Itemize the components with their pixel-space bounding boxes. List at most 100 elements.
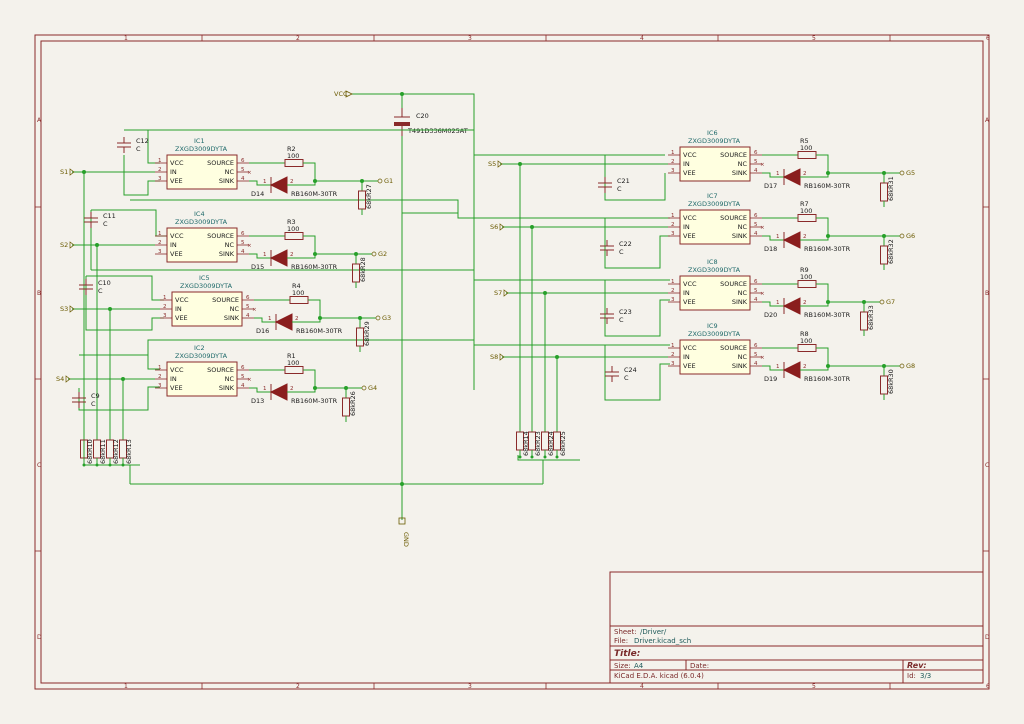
ic-body (679, 339, 751, 375)
cap-value: C (624, 374, 629, 382)
gate-resistor-value: 100 (800, 337, 812, 345)
pin-number: 2 (158, 167, 162, 173)
cap-ref: C23 (619, 308, 632, 316)
pin-number: 1 (163, 295, 167, 301)
vcc-label: VCC (334, 90, 348, 98)
pin-source: SOURCE (720, 214, 747, 222)
column-ref-top: 6 (986, 35, 990, 42)
ic-body (166, 227, 238, 263)
file-label: File: (614, 637, 628, 645)
pin-number: 6 (246, 295, 250, 301)
pin-sink: SINK (219, 177, 235, 185)
pin-vee: VEE (683, 232, 696, 240)
ic-part: ZXGD3009DYTA (688, 330, 741, 338)
row-ref-right: C (985, 462, 989, 469)
ic-part: ZXGD3009DYTA (688, 200, 741, 208)
pin-number: 3 (163, 313, 167, 319)
pin-number: 1 (263, 179, 267, 185)
input-port-label: S3 (60, 305, 68, 313)
pin-number: 3 (158, 249, 162, 255)
input-resistor-value: 68k (534, 444, 542, 456)
column-ref-top: 3 (468, 35, 472, 42)
id-value: 3/3 (920, 672, 931, 680)
input-port-label: S4 (56, 375, 64, 383)
ic-body (679, 146, 751, 182)
pull-down-value: 68k (887, 252, 895, 264)
pin-vcc: VCC (170, 366, 184, 374)
gate-resistor (284, 159, 304, 167)
pin-in: IN (683, 160, 690, 168)
gate-resistor (797, 344, 817, 352)
pin-in: IN (683, 353, 690, 361)
no-connect-mark: × (760, 225, 765, 231)
ic-ref: IC5 (199, 274, 210, 282)
pull-down-ref: R29 (363, 321, 371, 334)
pin-source: SOURCE (212, 296, 239, 304)
pull-down-ref: R32 (887, 239, 895, 252)
pin-number: 4 (754, 168, 758, 174)
pin-vcc: VCC (683, 280, 697, 288)
column-ref-top: 5 (812, 35, 816, 42)
ic-part: ZXGD3009DYTA (175, 218, 228, 226)
column-ref-bottom: 4 (640, 683, 644, 690)
ic-ref: IC4 (194, 210, 205, 218)
diode-ref: D18 (764, 245, 777, 253)
pin-nc: NC (738, 160, 748, 168)
pin-number: 1 (158, 231, 162, 237)
input-port-label: S7 (494, 289, 502, 297)
diode-value: RB160M-30TR (804, 375, 851, 383)
gate-resistor (797, 280, 817, 288)
pin-vcc: VCC (170, 159, 184, 167)
pin-number: 1 (671, 343, 675, 349)
pin-source: SOURCE (207, 366, 234, 374)
row-ref-left: C (37, 462, 41, 469)
pin-number: 5 (241, 240, 245, 246)
pull-down-ref: R27 (365, 184, 373, 197)
input-resistor-ref: R11 (99, 439, 107, 452)
column-ref-bottom: 3 (468, 683, 472, 690)
pin-vee: VEE (683, 169, 696, 177)
pin-vee: VEE (175, 314, 188, 322)
title-label: Title: (614, 649, 640, 659)
row-ref-left: A (37, 117, 42, 124)
gate-resistor-value: 100 (287, 152, 299, 160)
ic-part: ZXGD3009DYTA (175, 352, 228, 360)
pin-vee: VEE (170, 177, 183, 185)
cap-ref: C11 (103, 212, 116, 220)
pin-in: IN (683, 289, 690, 297)
input-port-label: S1 (60, 168, 68, 176)
pin-nc: NC (738, 223, 748, 231)
input-resistor-value: 68k (522, 444, 530, 456)
pin-number: 2 (290, 252, 294, 258)
output-port-label: G5 (906, 169, 915, 177)
pull-down-ref: R31 (887, 176, 895, 189)
pin-number: 2 (290, 386, 294, 392)
diode-ref: D14 (251, 190, 264, 198)
pin-number: 3 (671, 297, 675, 303)
pull-down-value: 68k (363, 334, 371, 346)
input-resistor-value: 68k (547, 444, 555, 456)
input-resistor-ref: R12 (112, 439, 120, 452)
input-resistor-value: 68k (112, 452, 120, 464)
gate-resistor-ref: R5 (800, 137, 809, 145)
pin-number: 5 (754, 352, 758, 358)
gate-diode (782, 297, 801, 315)
pin-source: SOURCE (720, 151, 747, 159)
cap-ref: C21 (617, 177, 630, 185)
pin-number: 1 (671, 150, 675, 156)
pin-number: 1 (671, 213, 675, 219)
output-port-label: G2 (378, 250, 387, 258)
pin-vee: VEE (170, 384, 183, 392)
pull-down-value: 68k (887, 189, 895, 201)
pin-sink: SINK (219, 250, 235, 258)
column-ref-bottom: 5 (812, 683, 816, 690)
pin-source: SOURCE (207, 159, 234, 167)
gate-resistor-value: 100 (292, 289, 304, 297)
